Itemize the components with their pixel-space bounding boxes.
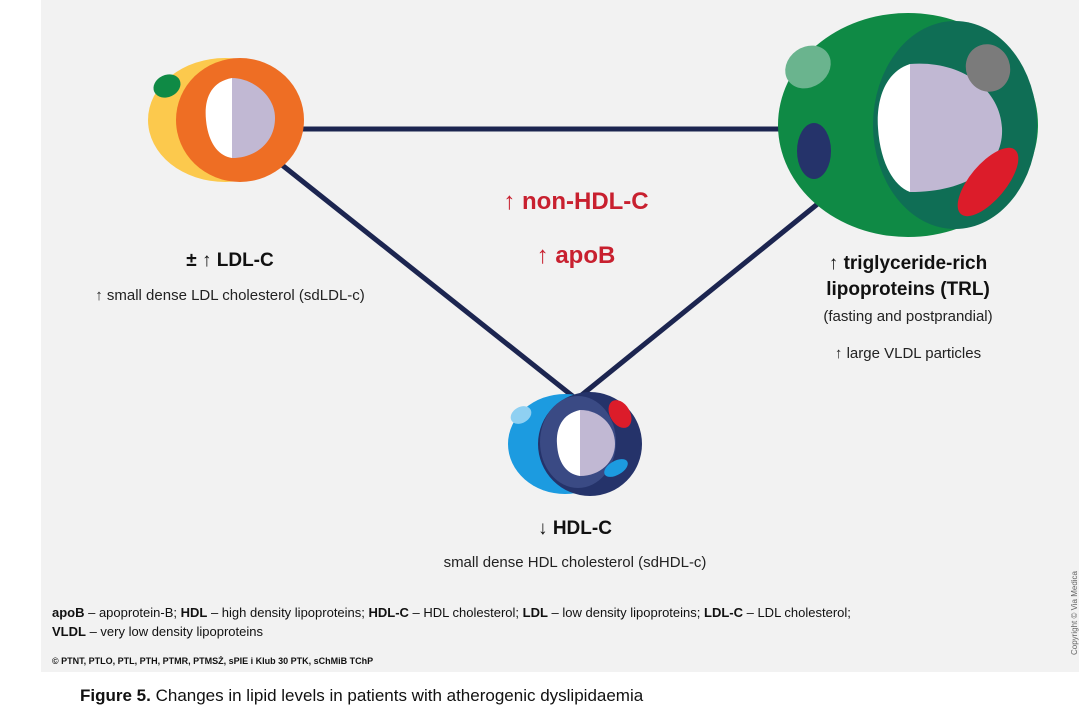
abbreviations-line-1: apoB – apoprotein-B; HDL – high density … [52, 603, 851, 622]
ldl-sub-label: ↑ small dense LDL cholesterol (sdLDL-c) [95, 287, 365, 304]
ldl-heading: ± ↑ LDL-C [186, 250, 274, 271]
abbr-term: HDL-C [368, 605, 409, 620]
abbr-term: VLDL [52, 624, 86, 639]
trl-heading-line-2: lipoproteins (TRL) [826, 279, 990, 300]
trl-particle-icon [778, 13, 1038, 237]
figure-caption: Figure 5. Changes in lipid levels in pat… [80, 686, 643, 706]
copyright-line: © PTNT, PTLO, PTL, PTH, PTMR, PTMSŻ, sPI… [52, 656, 374, 666]
abbr-def: – high density lipoproteins; [207, 605, 369, 620]
abbr-def: – very low density lipoproteins [85, 624, 263, 639]
abbr-def: – LDL cholesterol; [743, 605, 851, 620]
abbr-term: LDL [522, 605, 548, 620]
connector-trl-hdl [576, 200, 822, 400]
figure-caption-text: Changes in lipid levels in patients with… [150, 686, 644, 705]
trl-sub-label-1: (fasting and postprandial) [823, 308, 993, 325]
center-apob-label: ↑ apoB [536, 242, 616, 269]
abbr-def: – apoprotein-B; [84, 605, 181, 620]
side-copyright-note: Copyright © Via Medica [1062, 515, 1079, 655]
hdl-heading: ↓ HDL-C [538, 518, 612, 539]
hdl-particle-icon [508, 392, 642, 496]
abbreviations-line-2: VLDL – very low density lipoproteins [52, 622, 851, 641]
triangle-connectors [280, 126, 822, 400]
abbr-term: HDL [180, 605, 208, 620]
ldl-particle-icon [148, 58, 304, 182]
center-non-hdl-c-label: ↑ non-HDL-C [503, 188, 649, 215]
abbr-term: apoB [52, 605, 85, 620]
trl-heading-line-1: ↑ triglyceride-rich [828, 253, 988, 274]
trl-sub-label-2: ↑ large VLDL particles [834, 345, 982, 362]
connector-ldl-hdl [280, 163, 577, 400]
abbreviations-legend: apoB – apoprotein-B; HDL – high density … [52, 603, 851, 641]
trl-heading: ↑ triglyceride-rich lipoproteins (TRL) [808, 251, 1008, 303]
figure-caption-label: Figure 5. [80, 686, 151, 705]
abbr-term: LDL-C [704, 605, 743, 620]
abbr-def: – low density lipoproteins; [547, 605, 704, 620]
side-copyright-text: Copyright © Via Medica [1070, 570, 1079, 655]
abbr-def: – HDL cholesterol; [408, 605, 523, 620]
hdl-sub-label: small dense HDL cholesterol (sdHDL-c) [443, 554, 707, 571]
